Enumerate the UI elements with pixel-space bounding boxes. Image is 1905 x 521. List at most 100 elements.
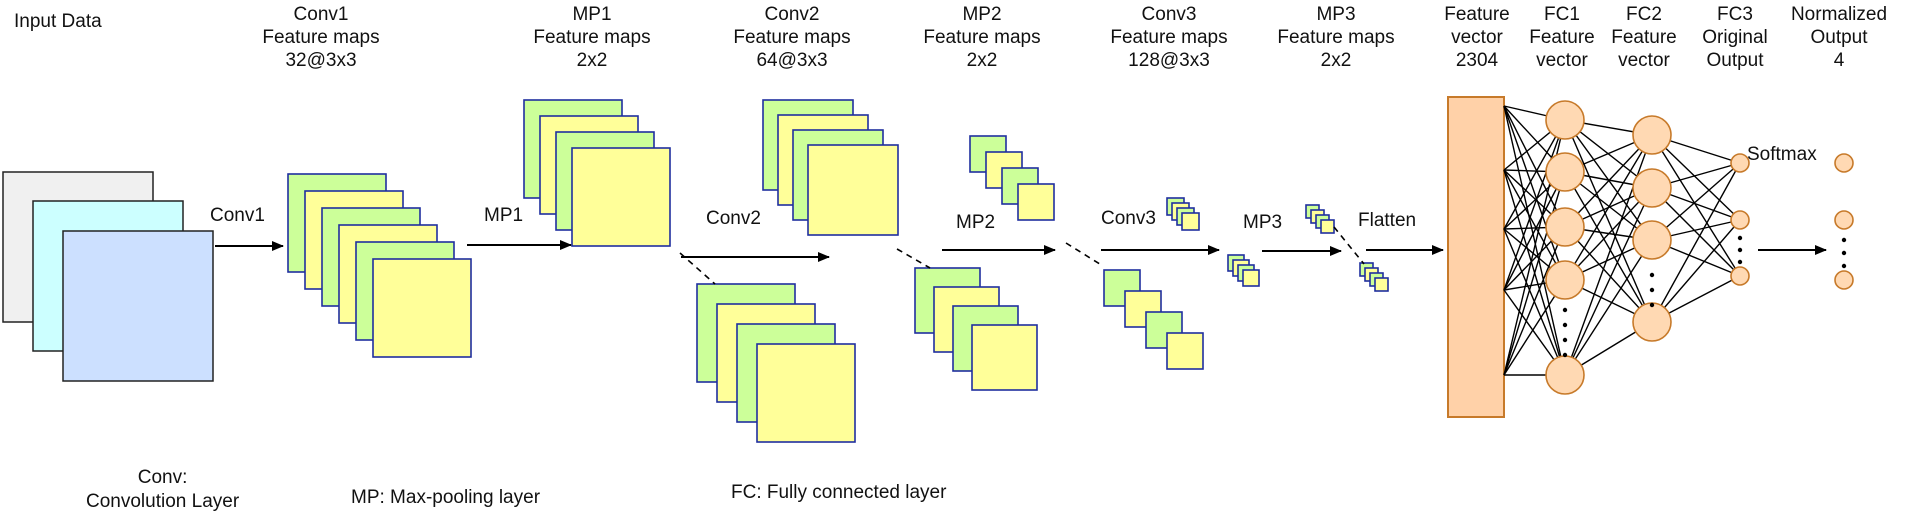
fc1-neuron-2	[1545, 152, 1585, 192]
arrow-label-conv3: Conv3	[1101, 208, 1156, 229]
legend-conv: Conv: Convolution Layer	[86, 466, 239, 514]
header-fc1-line3: vector	[1536, 50, 1588, 71]
header-conv2-line1: Conv2	[764, 4, 820, 25]
header-mp3: MP3 Feature maps 2x2	[1277, 3, 1394, 72]
conv3-lower-stack-map-4	[1166, 332, 1204, 370]
fc2-fc3-link-3-0	[1651, 162, 1741, 323]
fc1-fc2-link-0-3	[1564, 119, 1653, 323]
fc2-neuron-3	[1632, 220, 1672, 260]
fc1-fc2-link-3-1	[1564, 187, 1653, 281]
mp3-right-stack-map-4	[1374, 277, 1389, 292]
header-mp2-line2: Feature maps	[923, 27, 1041, 48]
fc1-ellipsis-dot-4	[1562, 352, 1568, 358]
legend-conv-line2: Convolution Layer	[86, 491, 240, 512]
fc2-fc3-link-1-2	[1651, 187, 1741, 277]
header-fc3: FC3 Original Output	[1702, 3, 1767, 72]
header-conv3: Conv3 Feature maps 128@3x3	[1110, 3, 1227, 72]
input-data-label: Input Data	[14, 11, 102, 32]
legend-conv-line1: Conv:	[137, 467, 188, 488]
fc2-ellipsis-dot-2	[1649, 287, 1655, 293]
arrow-label-conv2: Conv2	[706, 208, 761, 229]
fc1-neuron-3	[1545, 207, 1585, 247]
fc1-fc2-link-3-0	[1564, 134, 1653, 281]
arrow-label-mp1: MP1	[484, 205, 524, 226]
fc3-neuron-2	[1730, 210, 1750, 230]
mp2-upper-stack-map-4	[1017, 183, 1055, 221]
fv-fc1-link-2-0	[1503, 119, 1566, 230]
conv1-stack-map-6	[372, 258, 472, 358]
fc1-fc2-link-4-2	[1564, 239, 1653, 376]
arrow-label-conv1: Conv1	[210, 205, 265, 226]
header-conv3-line2: Feature maps	[1110, 27, 1228, 48]
arrow-label-mp2: MP2	[956, 212, 996, 233]
header-norm-line2: Output	[1810, 27, 1868, 48]
mp3-split-line	[1333, 226, 1365, 265]
header-conv2-line2: Feature maps	[733, 27, 851, 48]
input-layer-3	[62, 230, 214, 382]
fc2-neuron-1	[1632, 115, 1672, 155]
fc3-ellipsis-dot-2	[1737, 247, 1743, 253]
header-fc2-line3: vector	[1618, 50, 1670, 71]
header-fc2: FC2 Feature vector	[1611, 3, 1676, 72]
header-mp1-line1: MP1	[572, 4, 612, 25]
fc3-neuron-3	[1730, 266, 1750, 286]
mp2-split-line	[896, 248, 931, 269]
header-norm-line3: 4	[1833, 50, 1845, 71]
header-mp1-line2: Feature maps	[533, 27, 651, 48]
fv-fc1-link-4-1	[1503, 171, 1566, 376]
fc2-fc3-link-3-1	[1651, 219, 1741, 323]
mp3-left-stack-map-4	[1242, 269, 1260, 287]
fc1-neuron-1	[1545, 100, 1585, 140]
output-neuron-3	[1834, 270, 1854, 290]
header-mp1: MP1 Feature maps 2x2	[533, 3, 650, 72]
fc3-neuron-1	[1730, 153, 1750, 173]
header-mp1-line3: 2x2	[576, 50, 608, 71]
fv-fc1-link-4-2	[1503, 226, 1566, 376]
arrow-label-flatten: Flatten	[1358, 210, 1417, 231]
output-ellipsis-dot-3	[1841, 263, 1847, 269]
fv-fc1-link-0-4	[1503, 105, 1566, 376]
header-conv1: Conv1 Feature maps 32@3x3	[262, 3, 379, 72]
conv3-split-line	[1065, 242, 1104, 267]
header-fv-line2: vector	[1451, 27, 1503, 48]
header-mp3-line2: Feature maps	[1277, 27, 1395, 48]
header-mp2: MP2 Feature maps 2x2	[923, 3, 1040, 72]
header-normalized-output: Normalized Output 4	[1791, 3, 1887, 72]
fc2-ellipsis-dot-1	[1649, 272, 1655, 278]
fc2-fc3-link-0-1	[1651, 134, 1741, 221]
fc1-fc2-link-2-3	[1564, 226, 1653, 323]
arrow-label-mp3: MP3	[1243, 212, 1283, 233]
mp2-lower-stack-map-4	[971, 324, 1038, 391]
fc2-fc3-link-0-2	[1651, 134, 1741, 277]
header-conv1-line1: Conv1	[293, 4, 349, 25]
mp1-stack-map-4	[571, 147, 671, 247]
header-mp3-line1: MP3	[1316, 4, 1356, 25]
arrow-label-softmax: Softmax	[1747, 144, 1817, 165]
fc1-fc2-link-4-1	[1564, 187, 1653, 376]
header-conv2-line3: 64@3x3	[756, 50, 828, 71]
conv2-upper-stack-map-4	[807, 144, 899, 236]
fc1-ellipsis-dot-2	[1562, 322, 1568, 328]
fc3-ellipsis-dot-1	[1737, 235, 1743, 241]
output-neuron-2	[1834, 210, 1854, 230]
header-mp2-line1: MP2	[962, 4, 1002, 25]
fc1-fc2-link-1-3	[1564, 171, 1653, 323]
output-ellipsis-dot-2	[1841, 250, 1847, 256]
header-conv2: Conv2 Feature maps 64@3x3	[733, 3, 850, 72]
header-fv-line3: 2304	[1455, 50, 1499, 71]
conv2-lower-stack-map-4	[756, 343, 856, 443]
header-fc3-line1: FC3	[1717, 4, 1753, 25]
fv-fc1-link-3-0	[1503, 119, 1566, 291]
header-conv1-line3: 32@3x3	[285, 50, 357, 71]
output-ellipsis-dot-1	[1841, 237, 1847, 243]
mp3-top-stack-map-4	[1320, 219, 1335, 234]
header-conv3-line1: Conv3	[1141, 4, 1197, 25]
header-fc3-line2: Original	[1702, 27, 1768, 48]
conv2-split-line	[679, 252, 716, 285]
fc1-neuron-5	[1545, 355, 1585, 395]
header-fc1: FC1 Feature vector	[1529, 3, 1594, 72]
header-fc2-line1: FC2	[1626, 4, 1662, 25]
fc1-ellipsis-dot-1	[1562, 307, 1568, 313]
header-conv3-line3: 128@3x3	[1128, 50, 1210, 71]
